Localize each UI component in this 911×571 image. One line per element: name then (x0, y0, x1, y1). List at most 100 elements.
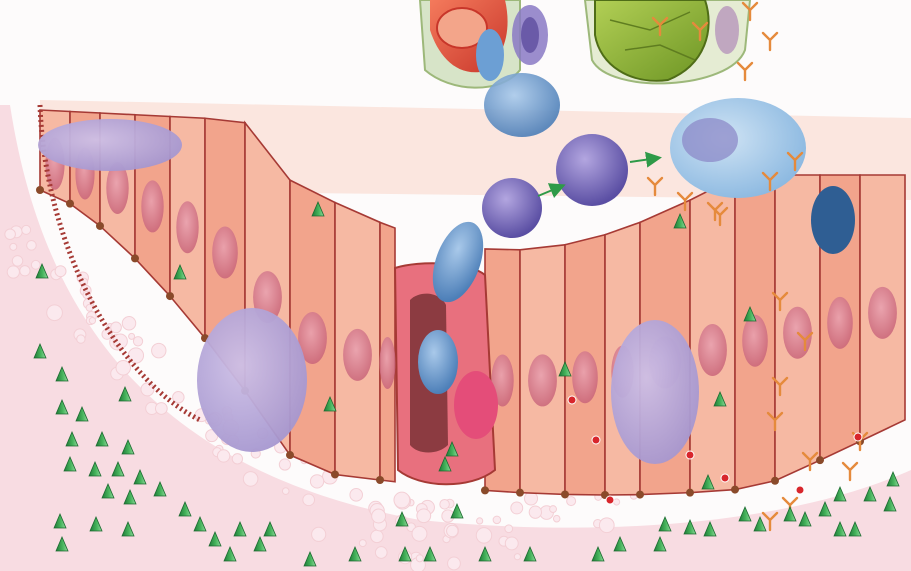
antibody (843, 463, 857, 480)
mucus-bubble (529, 506, 541, 518)
mucus-bubble (394, 492, 410, 508)
mucus-bubble (350, 489, 363, 502)
red-particle (568, 396, 576, 404)
mucus-bubble (359, 540, 366, 547)
goblet-cell (611, 320, 699, 464)
tight-junction (771, 477, 779, 485)
antibody (763, 33, 777, 50)
tight-junction (376, 476, 384, 484)
antigen (739, 507, 751, 521)
mucus-bubble (141, 383, 154, 396)
mucus-bubble (5, 229, 16, 240)
mucus-bubble (511, 502, 523, 514)
lymphocyte (484, 73, 560, 137)
red-particle (721, 474, 729, 482)
nucleus (141, 180, 163, 232)
antigen (834, 487, 846, 501)
mucus-bubble (303, 494, 315, 506)
mucus-bubble (372, 509, 386, 523)
mucus-bubble (22, 225, 31, 234)
lymphocyte (811, 186, 855, 254)
tight-junction (166, 292, 174, 300)
tight-junction (636, 491, 644, 499)
mucus-bubble (279, 459, 290, 470)
mucus-bubble (417, 509, 431, 523)
mucus-bubble (448, 557, 461, 570)
nucleus (343, 329, 372, 381)
tight-junction (816, 456, 824, 464)
mucus-bubble (567, 497, 576, 506)
mucus-bubble (282, 488, 289, 495)
mucus-bubble (505, 537, 518, 550)
tight-junction (481, 486, 489, 494)
mucus-bubble (122, 317, 135, 330)
antibody (738, 63, 752, 80)
nucleus (698, 324, 727, 376)
nucleus (868, 287, 897, 339)
tight-junction (516, 489, 524, 497)
mucus-bubble (111, 322, 122, 333)
mucus-bubble (412, 526, 427, 541)
lymphatic-vessel (585, 0, 750, 83)
mucus-bubble (477, 518, 483, 524)
tight-junction (66, 200, 74, 208)
mucus-bubble (89, 318, 95, 324)
tight-junction (731, 486, 739, 494)
nucleus (528, 354, 557, 406)
red-particle (606, 496, 614, 504)
mucus-bubble (77, 335, 85, 343)
mucus-bubble (243, 472, 258, 487)
mucus-bubble (505, 525, 513, 533)
tight-junction (686, 489, 694, 497)
mucus-bubble (10, 243, 17, 250)
lymphocyte (418, 330, 458, 394)
mucus-bubble (312, 527, 326, 541)
mucus-bubble (375, 547, 387, 559)
mucus-bubble (55, 266, 66, 277)
mucus-bubble (20, 266, 30, 276)
red-particle (796, 486, 804, 494)
mucus-bubble (447, 525, 458, 536)
mucus-bubble (371, 530, 383, 542)
red-particle (686, 451, 694, 459)
nucleus (742, 315, 768, 367)
nucleus (380, 337, 396, 389)
mucus-bubble (553, 515, 560, 522)
red-particle (854, 433, 862, 441)
nucleus (454, 371, 498, 439)
mucus-bubble (133, 337, 142, 346)
mucus-bubble (27, 241, 37, 251)
red-particle (592, 436, 600, 444)
mucus-bubble (493, 516, 501, 524)
mucus-bubble (116, 360, 131, 375)
mucus-bubble (310, 475, 323, 488)
mucus-bubble (416, 555, 423, 562)
tight-junction (286, 451, 294, 459)
tight-junction (96, 222, 104, 230)
mucus-bubble (86, 304, 93, 311)
goblet-cell (197, 308, 307, 452)
mucus-bubble (7, 266, 19, 278)
mucus-bubble (155, 403, 167, 415)
nucleus (176, 201, 198, 253)
mucus-bubble (152, 343, 166, 357)
tight-junction (331, 470, 339, 478)
tight-junction (131, 254, 139, 262)
tight-junction (561, 490, 569, 498)
nucleus (212, 226, 238, 278)
goblet-cell (38, 119, 182, 171)
nucleus (572, 351, 598, 403)
nucleus (827, 297, 853, 349)
macrophage (670, 98, 806, 198)
tight-junction (36, 186, 44, 194)
mucus-bubble (476, 528, 491, 543)
mucus-bubble (599, 518, 614, 533)
mucus-bubble (217, 450, 229, 462)
mucus-bubble (31, 260, 40, 269)
mucus-bubble (232, 454, 242, 464)
mucus-bubble (47, 305, 63, 321)
mucus-bubble (440, 500, 450, 510)
mucus-bubble (514, 554, 520, 560)
